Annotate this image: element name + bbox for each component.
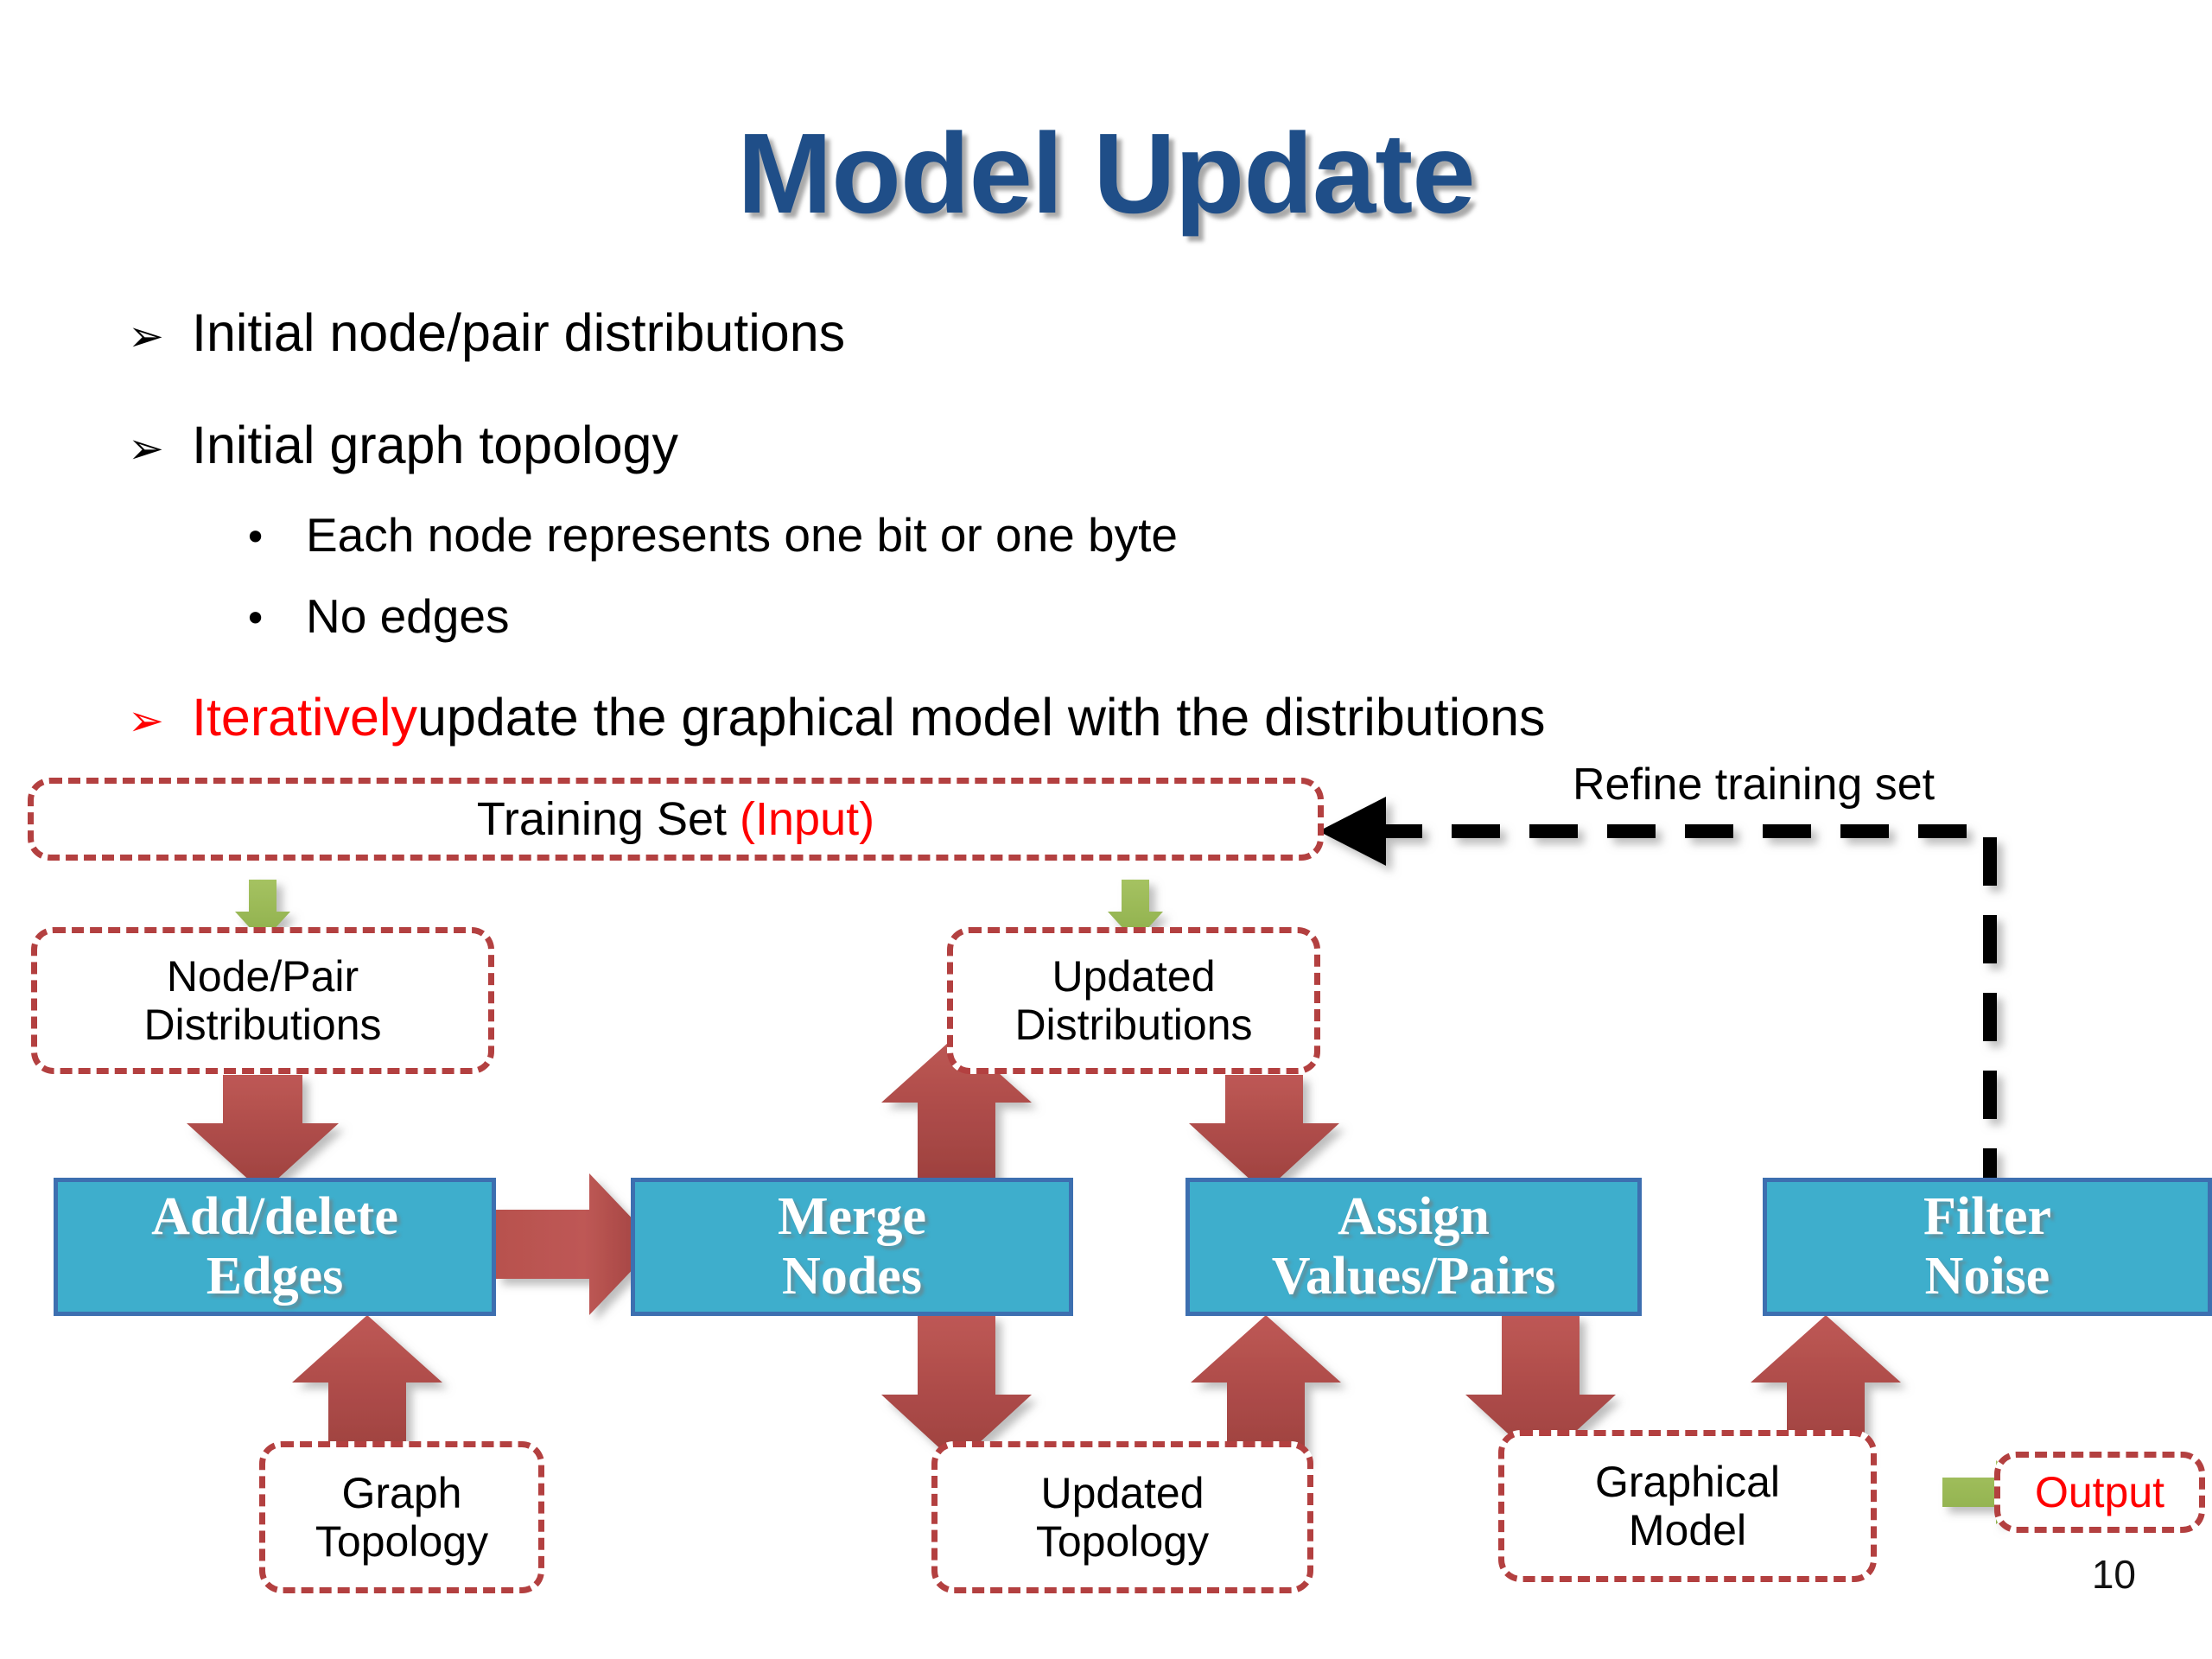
- box-line-2: Model: [1628, 1506, 1747, 1554]
- process-line-1: Assign: [1338, 1186, 1490, 1246]
- merge-nodes-box[interactable]: Merge Nodes: [631, 1178, 1073, 1316]
- bullet-item-initial-topology: ➢ Initial graph topology: [128, 419, 678, 472]
- bullet-item-initial-distributions: ➢ Initial node/pair distributions: [128, 307, 845, 359]
- bullet-label: Initial node/pair distributions: [192, 303, 846, 362]
- box-line-2: Topology: [315, 1517, 489, 1566]
- process-line-1: Merge: [777, 1186, 927, 1246]
- bullet-dot-icon: •: [244, 595, 268, 642]
- bullet-dot-icon: •: [244, 514, 268, 561]
- process-line-1: Filter: [1923, 1186, 2051, 1246]
- bullet-arrow-icon: ➢: [128, 696, 164, 746]
- filter-noise-box[interactable]: Filter Noise: [1763, 1178, 2212, 1316]
- box-line-2: Distributions: [1014, 1001, 1253, 1049]
- process-line-2: Noise: [1924, 1247, 2050, 1306]
- updated-distributions-box[interactable]: Updated Distributions: [947, 927, 1320, 1074]
- training-set-label: Training Set: [476, 792, 741, 845]
- refine-training-set-label: Refine training set: [1573, 760, 1936, 810]
- process-line-2: Edges: [206, 1247, 344, 1306]
- graphical-model-box[interactable]: Graphical Model: [1498, 1430, 1877, 1582]
- black-dashed-refine-arrow: [1319, 797, 1997, 1184]
- box-line-1: Node/Pair: [166, 952, 359, 1001]
- sub-bullet-item-no-edges: • No edges: [244, 593, 509, 640]
- page-number: 10: [2091, 1552, 2136, 1597]
- training-set-box[interactable]: Training Set (Input): [28, 778, 1324, 861]
- page-title: Model Update: [737, 110, 1475, 237]
- red-arrow-updatedtopology-to-assign: [1191, 1315, 1341, 1462]
- process-line-2: Nodes: [782, 1247, 922, 1306]
- output-label: Output: [2034, 1468, 2165, 1516]
- red-arrow-nodepair-to-adddelete: [187, 1075, 339, 1192]
- process-line-1: Add/delete: [151, 1186, 398, 1246]
- bullet-arrow-icon: ➢: [128, 423, 164, 474]
- box-line-2: Topology: [1035, 1517, 1210, 1566]
- output-box[interactable]: Output: [1994, 1452, 2205, 1533]
- updated-topology-box[interactable]: Updated Topology: [931, 1441, 1313, 1593]
- bullet-item-iteratively-update: ➢ Iteratively update the graphical model…: [128, 691, 1546, 744]
- assign-values-pairs-box[interactable]: Assign Values/Pairs: [1185, 1178, 1642, 1316]
- process-line-2: Values/Pairs: [1271, 1247, 1556, 1306]
- red-arrow-graphtopology-to-adddelete: [292, 1315, 442, 1462]
- red-arrow-updateddist-to-assign: [1189, 1075, 1339, 1192]
- sub-bullet-label: Each node represents one bit or one byte: [306, 508, 1179, 562]
- bullet-emphasis-label: Iteratively: [192, 688, 418, 747]
- bullet-arrow-icon: ➢: [128, 311, 164, 361]
- bullet-label: update the graphical model with the dist…: [417, 688, 1546, 747]
- box-line-1: Updated: [1040, 1469, 1205, 1517]
- node-pair-distributions-box[interactable]: Node/Pair Distributions: [31, 927, 494, 1074]
- box-line-1: Graph: [341, 1469, 462, 1517]
- box-line-1: Graphical: [1595, 1458, 1780, 1506]
- box-line-1: Updated: [1052, 952, 1216, 1001]
- graph-topology-box[interactable]: Graph Topology: [259, 1441, 544, 1593]
- add-delete-edges-box[interactable]: Add/delete Edges: [54, 1178, 496, 1316]
- bullet-label: Initial graph topology: [192, 416, 678, 474]
- box-line-2: Distributions: [143, 1001, 382, 1049]
- training-set-input-label: (Input): [740, 792, 875, 845]
- sub-bullet-label: No edges: [306, 589, 510, 643]
- sub-bullet-item-each-node: • Each node represents one bit or one by…: [244, 512, 1178, 559]
